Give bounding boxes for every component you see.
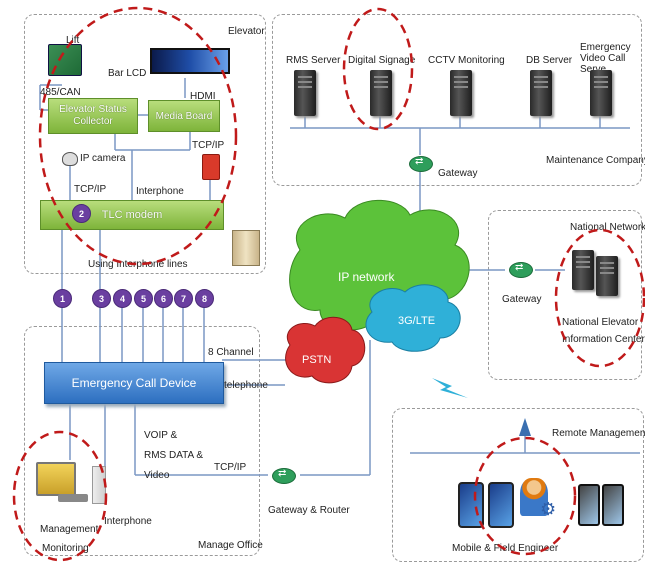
emergency-call-device: Emergency Call Device [44,362,224,404]
gateway-router-label: Gateway & Router [268,505,350,516]
rms-data-label: RMS DATA & [144,450,204,461]
bar-lcd-label: Bar LCD [108,68,147,79]
status-collector-label: Elevator Status Collector [59,104,127,127]
emergency-video-server-icon [590,70,612,116]
lift-label: Lift [66,35,80,46]
remote-management-label: Remote Management [552,428,645,439]
manage-office-label: Manage Office [198,540,263,551]
telephone-label: telephone [224,380,268,391]
digital-signage-highlight-circle [342,7,414,131]
channel-badge-3: 3 [92,289,111,308]
ip-camera-icon [62,152,78,166]
smartphone-icon-3 [578,484,600,526]
pstn-cloud [285,316,366,384]
wireless-signal-icon [432,378,468,398]
maintenance-gateway-label: Gateway [438,168,478,179]
field-engineer-icon [520,478,548,516]
channel-badge-6: 6 [154,289,173,308]
channel-badge-5: 5 [134,289,153,308]
management-keyboard-icon [58,494,88,502]
smartphone-icon-1 [458,482,484,528]
channel-badge-4: 4 [113,289,132,308]
server-label-digital-signage: Digital Signage [348,55,416,66]
pstn-label: PSTN [302,354,332,366]
office-tcp-ip-label: TCP/IP [214,462,247,473]
ip-camera-label: IP camera [80,153,126,164]
elevator-car-icon [232,230,260,266]
tlc-modem: TLC modem [40,200,224,230]
tcp-ip-label-left: TCP/IP [74,184,107,195]
media-board: Media Board [148,100,220,132]
lte-label: 3G/LTE [398,315,436,327]
management-highlight-circle [12,430,108,562]
interphone-icon [202,154,220,180]
server-label-db: DB Server [526,55,573,66]
office-gateway-router-icon [272,468,296,484]
cell-tower-icon [519,418,531,436]
national-center-label: National Elevator Information Center [562,317,645,345]
media-board-label: Media Board [155,110,213,122]
rs485-can-label: 485/CAN [40,87,81,98]
ip-network-label: IP network [338,270,395,284]
national-network-title: National Network [570,222,645,233]
server-label-rms: RMS Server [286,55,341,66]
tcp-ip-label-right: TCP/IP [192,140,225,151]
voip-label: VOIP & [144,430,178,441]
lte-cloud [365,284,461,352]
monitoring-label: Monitoring [42,543,89,554]
office-interphone-label: Interphone [104,516,152,527]
server-label-cctv: CCTV Monitoring [428,55,505,66]
interphone-label: Interphone [136,186,184,197]
maintenance-gateway-router-icon [409,156,433,172]
video-label: Video [144,470,170,481]
channel-badge-1: 1 [53,289,72,308]
db-server-icon [530,70,552,116]
channel-badge-8: 8 [195,289,214,308]
interphone-lines-label: Using Interphone lines [88,259,188,270]
smartphone-icon-2 [488,482,514,528]
channel-badge-7: 7 [174,289,193,308]
elevator-status-collector: Elevator Status Collector [48,98,138,134]
server-label-emergency-video: Emergency Video Call Serve [580,42,631,75]
eight-channel-label: 8 Channel [208,347,254,358]
national-gateway-label: Gateway [502,294,542,305]
national-server-icon-1 [572,250,594,290]
smartphone-icon-4 [602,484,624,526]
national-center-highlight-circle [554,228,645,368]
channel-badge-2: 2 [72,204,91,223]
management-computer-icon [36,462,76,496]
elevator-highlight-circle [38,6,238,266]
mobile-highlight-circle [473,436,577,556]
management-label: Management [40,524,99,535]
cctv-server-icon [450,70,472,116]
maintenance-company-label: Maintenance Company [546,155,645,166]
elevator-title: Elevator [228,26,265,37]
national-server-icon-2 [596,256,618,296]
rms-server-icon [294,70,316,116]
national-gateway-router-icon [509,262,533,278]
tlc-modem-label: TLC modem [101,209,163,221]
digital-signage-server-icon [370,70,392,116]
gear-icon: ⚙ [540,499,557,519]
hdmi-label: HDMI [190,91,216,102]
emergency-call-device-label: Emergency Call Device [71,376,197,390]
